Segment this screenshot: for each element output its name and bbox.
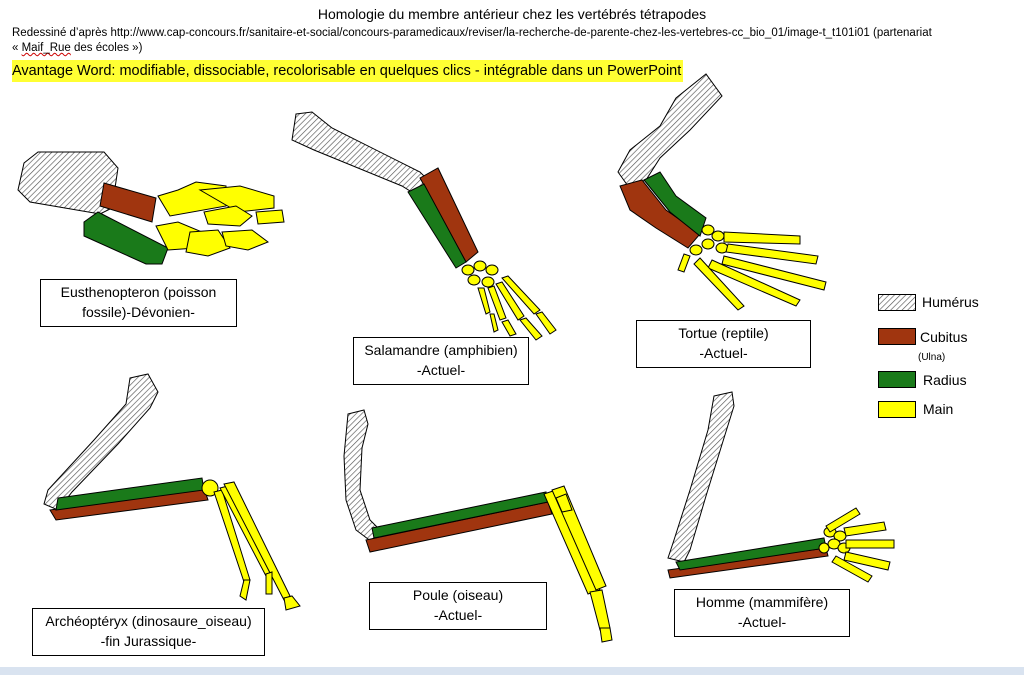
tortue-humerus xyxy=(617,73,723,187)
label-salamandre-line2: -Actuel- xyxy=(416,362,466,378)
label-homme-line1: Homme (mammifère) xyxy=(695,594,829,610)
eusthenopteron-hand-6 xyxy=(185,229,231,257)
label-tortue-line1: Tortue (reptile) xyxy=(678,325,769,341)
poule-hand xyxy=(543,485,613,643)
salamandre-radius xyxy=(407,183,467,269)
label-salamandre-line1: Salamandre (amphibien) xyxy=(364,342,518,358)
legend-label-humerus: Humérus xyxy=(922,294,979,310)
label-archeopteryx: Archéoptéryx (dinosaure_oiseau) -fin Jur… xyxy=(32,608,265,656)
archeopteryx-limb xyxy=(43,373,301,611)
label-homme: Homme (mammifère) -Actuel- xyxy=(674,589,850,637)
eusthenopteron-hand-3 xyxy=(203,205,253,227)
homme-hand xyxy=(818,507,895,583)
tortue-radius xyxy=(643,171,707,237)
page-title: Homologie du membre antérieur chez les v… xyxy=(317,6,707,22)
salamandre-humerus xyxy=(291,111,431,197)
credit-underlined: Maif_Rue xyxy=(21,42,71,54)
legend-label-ulna: (Ulna) xyxy=(918,352,946,363)
label-eusthenopteron-line1: Eusthenopteron (poisson xyxy=(60,284,217,300)
label-tortue-line2: -Actuel- xyxy=(699,345,748,361)
homme-limb xyxy=(667,391,895,583)
tortue-cubitus xyxy=(619,179,701,249)
poule-humerus xyxy=(343,409,381,543)
highlighted-note: Avantage Word: modifiable, dissociable, … xyxy=(12,60,684,82)
label-archeopteryx-line2: -fin Jurassique- xyxy=(100,633,197,649)
source-credit: Redessiné d’après http://www.cap-concour… xyxy=(12,26,1012,56)
label-tortue: Tortue (reptile) -Actuel- xyxy=(636,320,811,368)
legend-label-radius: Radius xyxy=(923,372,967,388)
homme-humerus xyxy=(667,391,735,563)
eusthenopteron-limb xyxy=(17,151,285,265)
salamandre-hand xyxy=(461,260,557,341)
label-homme-line2: -Actuel- xyxy=(737,614,787,630)
legend-swatch-main xyxy=(878,401,916,418)
salamandre-limb xyxy=(291,111,557,341)
tortue-limb xyxy=(617,73,827,311)
poule-limb xyxy=(343,409,613,643)
credit-line-1: Redessiné d’après http://www.cap-concour… xyxy=(12,27,932,39)
credit-prefix: « xyxy=(12,42,22,54)
label-eusthenopteron: Eusthenopteron (poisson fossile)-Dévonie… xyxy=(40,279,237,327)
archeopteryx-hand xyxy=(201,479,301,611)
eusthenopteron-radius xyxy=(83,211,169,265)
eusthenopteron-cubitus xyxy=(99,182,157,223)
legend-label-cubitus: Cubitus xyxy=(920,329,968,345)
credit-suffix: des écoles ») xyxy=(70,42,143,54)
label-eusthenopteron-line2: fossile)-Dévonien- xyxy=(82,304,195,320)
eusthenopteron-hand-4 xyxy=(255,209,285,225)
legend-swatch-cubitus xyxy=(878,328,916,345)
label-poule-line1: Poule (oiseau) xyxy=(412,587,504,603)
legend-swatch-radius xyxy=(878,371,916,388)
label-archeopteryx-line1: Archéoptéryx (dinosaure_oiseau) xyxy=(45,613,252,629)
label-salamandre: Salamandre (amphibien) -Actuel- xyxy=(353,337,529,385)
window-bottom-edge xyxy=(0,667,1024,675)
credit-line-2: « Maif_Rue des écoles ») xyxy=(12,41,1012,56)
label-poule-line2: -Actuel- xyxy=(433,607,483,623)
eusthenopteron-hand-7 xyxy=(221,229,270,251)
legend-swatch-humerus xyxy=(878,294,916,311)
legend-label-main: Main xyxy=(923,401,954,417)
label-poule: Poule (oiseau) -Actuel- xyxy=(369,582,547,630)
tortue-hand xyxy=(677,224,827,311)
